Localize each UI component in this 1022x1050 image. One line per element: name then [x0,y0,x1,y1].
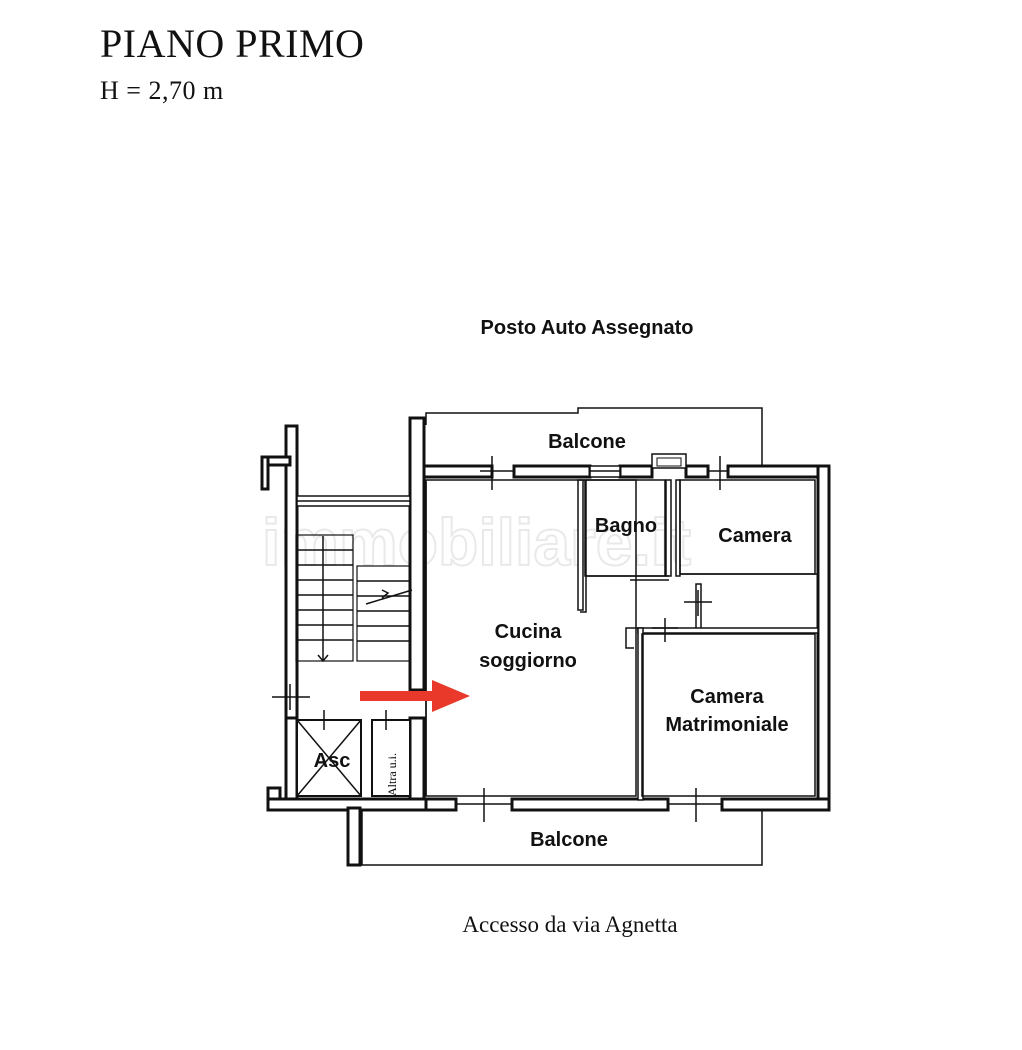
apartment-walls [408,416,831,812]
access-note: Accesso da via Agnetta [462,912,678,937]
other-unit-label: Altra u.i. [385,753,399,796]
balcony-bottom-outline [361,808,763,866]
windows [456,453,728,822]
stairwell [260,424,428,867]
bedroom-label: Camera [718,525,792,547]
entrance-arrow [360,680,470,712]
elevator-label: Asc [314,750,351,772]
master-bedroom-label-2: Matrimoniale [665,714,788,736]
kitchen-label-1: Cucina [495,621,563,643]
balcony-top-label: Balcone [548,431,626,453]
balcony-top-outline [425,407,763,466]
balcony-bottom-label: Balcone [530,829,608,851]
kitchen-label-2: soggiorno [479,650,577,672]
parking-label: Posto Auto Assegnato [481,317,694,339]
bathroom-label: Bagno [595,515,657,537]
floor-title: PIANO PRIMO [100,21,365,66]
ceiling-height: H = 2,70 m [100,76,224,105]
watermark: immobiliare.it [262,505,691,579]
master-bedroom-label-1: Camera [690,686,764,708]
inner-partitions [425,479,819,801]
